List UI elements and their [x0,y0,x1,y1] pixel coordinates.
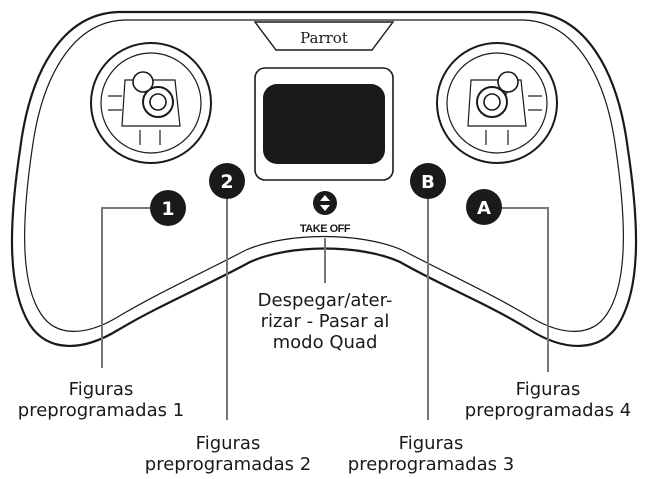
label-figuras-2: Figuras preprogramadas 2 [144,433,312,475]
button-2[interactable]: 2 [209,163,245,199]
button-1[interactable]: 1 [150,190,186,226]
label-takeoff-description: Despegar/ater- rizar - Pasar al modo Qua… [257,290,393,353]
leader-line-A [500,207,549,372]
left-joystick[interactable] [90,42,212,164]
takeoff-label: TAKE OFF [300,223,351,235]
brand-tab [253,21,395,51]
leader-line-1 [101,207,150,368]
label-figuras-4: Figuras preprogramadas 4 [464,379,632,421]
right-joystick[interactable] [436,42,558,164]
button-B[interactable]: B [410,163,446,199]
brand-logo: Parrot [300,29,348,47]
controller-inner-outline [24,19,624,332]
button-1-label: 1 [161,198,174,220]
label-figuras-1: Figuras preprogramadas 1 [17,379,185,421]
phone-holder-frame [254,67,394,181]
up-down-arrow-icon [320,195,330,211]
label-figuras-3: Figuras preprogramadas 3 [347,433,515,475]
button-2-label: 2 [220,171,233,193]
button-A[interactable]: A [466,189,502,225]
button-A-label: A [477,198,491,219]
button-B-label: B [421,172,435,193]
phone-holder [263,84,385,164]
takeoff-button[interactable] [313,191,337,215]
